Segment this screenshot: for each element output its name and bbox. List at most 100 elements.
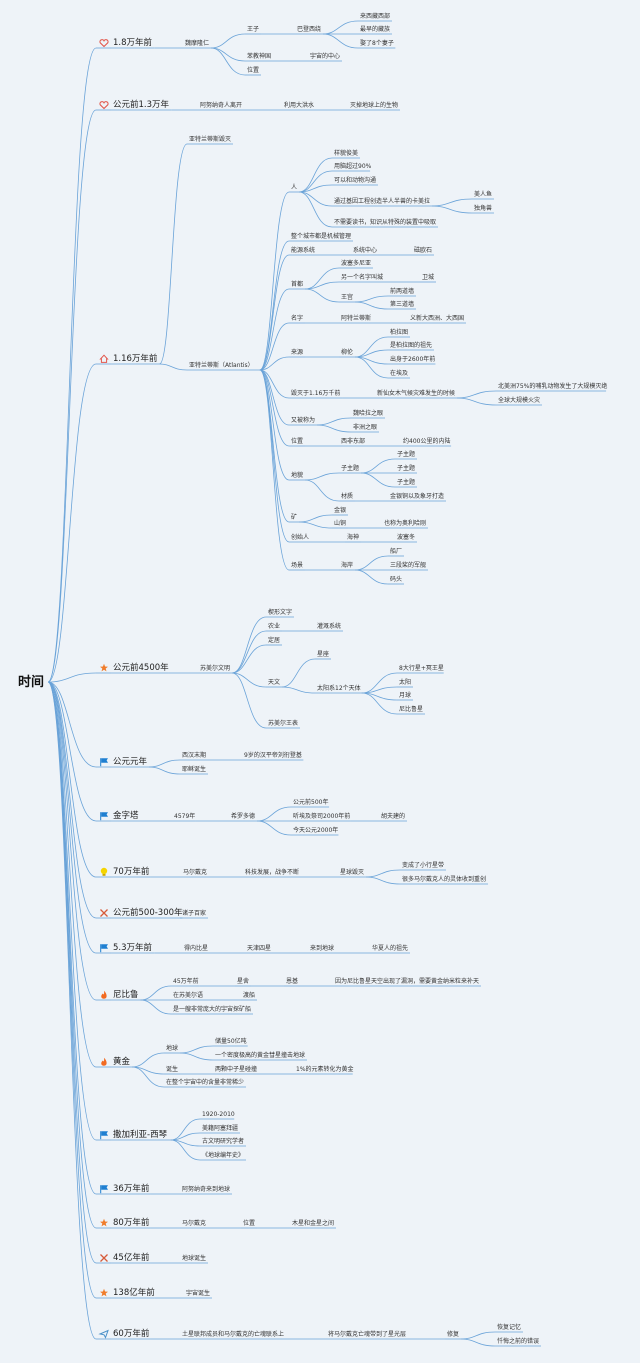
topic-2[interactable]: 公元前1.3万年 bbox=[113, 99, 170, 110]
topic-node[interactable]: 王宫 bbox=[341, 293, 353, 301]
topic-9[interactable]: 5.3万年前 bbox=[113, 942, 153, 953]
topic-node[interactable]: 巴登西绕 bbox=[297, 25, 321, 33]
topic-node[interactable]: 子主题 bbox=[397, 478, 415, 486]
topic-16[interactable]: 138亿年前 bbox=[113, 1287, 155, 1298]
topic-node[interactable]: 恢复记忆 bbox=[497, 1323, 521, 1331]
topic-node[interactable]: 太阳系12个天体 bbox=[317, 684, 361, 692]
topic-node[interactable]: 独角兽 bbox=[474, 204, 492, 212]
topic-node[interactable]: 娶了8个妻子 bbox=[360, 39, 394, 47]
topic-node[interactable]: 位置 bbox=[243, 1219, 255, 1227]
topic-node[interactable]: 最早的藏族 bbox=[360, 25, 390, 33]
topic-node[interactable]: 天津四星 bbox=[247, 945, 271, 952]
topic-node[interactable]: 王子 bbox=[247, 26, 259, 33]
topic-node[interactable]: 古文明研究学者 bbox=[202, 1137, 244, 1145]
topic-node[interactable]: 船厂 bbox=[390, 547, 402, 555]
topic-node[interactable]: 场景 bbox=[291, 561, 303, 569]
topic-node[interactable]: 地球诞生 bbox=[182, 1254, 206, 1262]
topic-node[interactable]: 柳伦 bbox=[341, 348, 353, 356]
topic-node[interactable]: 忏悔之前的错误 bbox=[497, 1337, 539, 1345]
topic-node[interactable]: 义新大西洲、大西国 bbox=[410, 314, 464, 322]
topic-node[interactable]: 阿努纳奇来到地球 bbox=[182, 1185, 230, 1193]
topic-node[interactable]: 耶稣诞生 bbox=[182, 765, 206, 773]
topic-node[interactable]: 是一艘非常庞大的宇宙探矿船 bbox=[173, 1005, 251, 1013]
topic-13[interactable]: 36万年前 bbox=[113, 1183, 150, 1194]
topic-node[interactable]: 亚特兰蒂斯（Atlantis） bbox=[189, 361, 254, 369]
topic-node[interactable]: 尼比鲁星 bbox=[399, 705, 423, 713]
topic-node[interactable]: 农业 bbox=[268, 622, 280, 630]
topic-node[interactable]: 又被称为 bbox=[291, 416, 315, 424]
topic-node[interactable]: 1920-2010 bbox=[202, 1111, 235, 1118]
topic-node[interactable]: 来源 bbox=[291, 348, 303, 356]
topic-node[interactable]: 因为尼比鲁星天空出现了漏洞，需要黄金纳米粒来补天 bbox=[335, 977, 479, 985]
topic-node[interactable]: 第三道墙 bbox=[390, 300, 414, 308]
topic-node[interactable]: 人 bbox=[291, 184, 297, 191]
topic-node[interactable]: 两颗中子星碰撞 bbox=[215, 1065, 257, 1073]
topic-node[interactable]: 子主题 bbox=[397, 450, 415, 458]
topic-node[interactable]: 华夏人的祖先 bbox=[372, 944, 408, 952]
topic-node[interactable]: 能源系统 bbox=[291, 246, 315, 254]
topic-node[interactable]: 通过基因工程创造半人半兽的卡美拉 bbox=[334, 197, 430, 205]
topic-node[interactable]: 45万年前 bbox=[173, 977, 199, 985]
topic-12[interactable]: 撒加利亚-西琴 bbox=[113, 1129, 168, 1140]
topic-node[interactable]: 灭掉地球上的生物 bbox=[350, 101, 398, 109]
topic-node[interactable]: 地貌 bbox=[291, 471, 303, 479]
topic-node[interactable]: 公元前500年 bbox=[293, 798, 328, 806]
topic-node[interactable]: 胡夫建的 bbox=[381, 812, 405, 820]
topic-node[interactable]: 听埃及祭司2000年前 bbox=[293, 812, 350, 820]
topic-node[interactable]: 三段桨的军舰 bbox=[390, 561, 426, 569]
topic-node[interactable]: 矿 bbox=[291, 513, 297, 521]
topic-node[interactable]: 另一个名字叫城 bbox=[341, 273, 383, 281]
topic-node[interactable]: 整个城市都是机械管理 bbox=[291, 232, 351, 240]
topic-node[interactable]: 魏哈拉之眼 bbox=[353, 409, 383, 417]
topic-node[interactable]: 海岸 bbox=[341, 561, 353, 569]
topic-8[interactable]: 公元前500-300年 bbox=[113, 907, 183, 918]
topic-node[interactable]: 苏美尔文明 bbox=[200, 664, 230, 672]
topic-node[interactable]: 卫城 bbox=[422, 274, 434, 281]
topic-node[interactable]: 在埃及 bbox=[390, 369, 408, 377]
topic-node[interactable]: 将马尔戴克亡魂带到了星光层 bbox=[328, 1330, 406, 1338]
topic-node[interactable]: 星座 bbox=[317, 650, 329, 658]
topic-node[interactable]: 码头 bbox=[390, 575, 402, 583]
topic-node[interactable]: 得内比星 bbox=[184, 944, 208, 952]
topic-node[interactable]: 子主题 bbox=[341, 464, 359, 472]
topic-node[interactable]: 位置 bbox=[247, 66, 259, 74]
topic-node[interactable]: 魏摩隆仁 bbox=[185, 39, 209, 47]
topic-node[interactable]: 修复 bbox=[447, 1330, 459, 1338]
topic-node[interactable]: 1%的元素转化为黄金 bbox=[296, 1065, 354, 1073]
topic-node[interactable]: 宇宙诞生 bbox=[186, 1289, 210, 1297]
topic-node[interactable]: 太阳 bbox=[399, 678, 411, 686]
topic-node[interactable]: 波塞多尼亚 bbox=[341, 259, 371, 267]
topic-node[interactable]: 位置 bbox=[291, 437, 303, 445]
topic-node[interactable]: 诞生 bbox=[166, 1065, 178, 1073]
topic-node[interactable]: 柏拉图 bbox=[390, 328, 408, 336]
topic-node[interactable]: 在整个宇宙中的含量非常稀少 bbox=[166, 1078, 244, 1086]
topic-node[interactable]: 9岁的汉平帝刘衎登基 bbox=[244, 751, 302, 759]
topic-node[interactable]: 《地球编年史》 bbox=[202, 1151, 244, 1159]
topic-node[interactable]: 阿特兰蒂斯 bbox=[341, 314, 371, 322]
topic-15[interactable]: 45亿年前 bbox=[113, 1252, 150, 1263]
topic-node[interactable]: 变成了小行星带 bbox=[402, 861, 444, 869]
topic-node[interactable]: 磁欧石 bbox=[414, 246, 432, 254]
topic-node[interactable]: 地球 bbox=[166, 1044, 178, 1052]
topic-node[interactable]: 前两道墙 bbox=[390, 287, 414, 295]
topic-14[interactable]: 80万年前 bbox=[113, 1217, 150, 1228]
topic-node[interactable]: 首都 bbox=[291, 280, 303, 288]
topic-node[interactable]: 西非东部 bbox=[341, 437, 365, 445]
topic-7[interactable]: 70万年前 bbox=[113, 866, 150, 877]
topic-node[interactable]: 也称为奥利哈刚 bbox=[384, 519, 426, 527]
topic-node[interactable]: 诸子百家 bbox=[182, 909, 206, 917]
topic-node[interactable]: 毁灭于1.16万千前 bbox=[291, 389, 340, 397]
topic-11[interactable]: 黄金 bbox=[113, 1056, 131, 1067]
topic-5[interactable]: 公元元年 bbox=[113, 756, 148, 767]
topic-node[interactable]: 渡船 bbox=[243, 991, 255, 999]
topic-node[interactable]: 马尔戴克 bbox=[183, 868, 207, 876]
topic-node[interactable]: 来到地球 bbox=[310, 944, 334, 952]
topic-node[interactable]: 波塞冬 bbox=[397, 533, 415, 541]
topic-node[interactable]: 样貌俊美 bbox=[334, 149, 358, 157]
topic-node[interactable]: 月球 bbox=[399, 691, 411, 699]
topic-node[interactable]: 北美洲75%的哺乳动物发生了大规模灭绝 bbox=[498, 382, 607, 390]
topic-node[interactable]: 亚特兰蒂斯毁灭 bbox=[189, 135, 231, 143]
topic-node[interactable]: 全球大规模火灾 bbox=[498, 396, 540, 404]
topic-node[interactable]: 今天公元2000年 bbox=[293, 826, 338, 834]
topic-node[interactable]: 来西藏西部 bbox=[360, 12, 390, 20]
